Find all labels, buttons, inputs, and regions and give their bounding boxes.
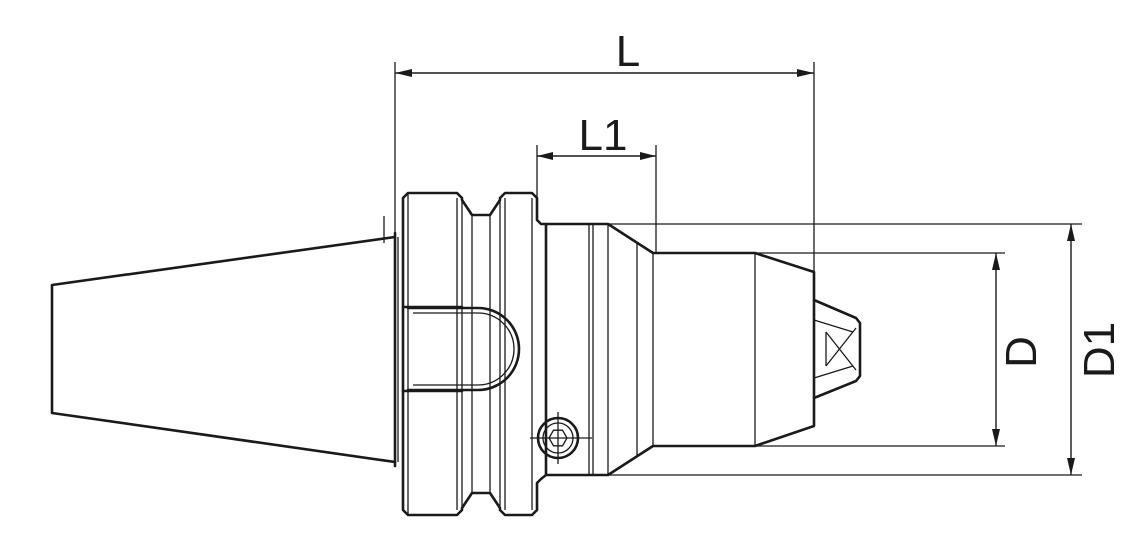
dimension-L1: L1 bbox=[536, 111, 657, 253]
label-L1: L1 bbox=[579, 111, 628, 160]
taper-shank bbox=[50, 216, 399, 468]
chuck-jaws bbox=[812, 298, 862, 400]
dimension-D1: D1 bbox=[608, 223, 1124, 476]
drive-slot bbox=[406, 306, 521, 392]
holder-body bbox=[544, 222, 816, 477]
set-screw bbox=[530, 412, 592, 464]
dimension-D: D bbox=[755, 252, 1046, 447]
label-L: L bbox=[616, 27, 640, 76]
dimension-L: L bbox=[394, 27, 815, 272]
label-D1: D1 bbox=[1075, 322, 1124, 378]
v-flange bbox=[401, 191, 548, 517]
label-D: D bbox=[997, 336, 1046, 368]
